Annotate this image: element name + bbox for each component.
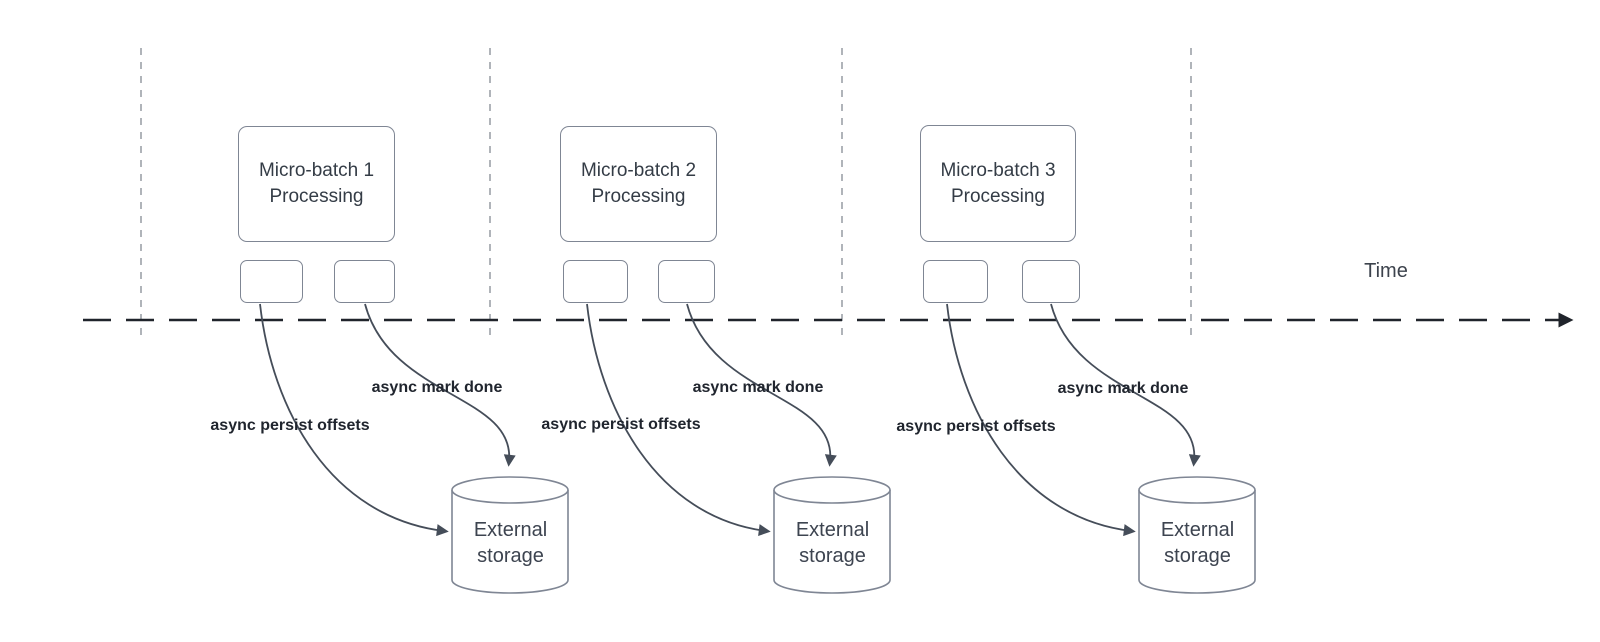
external-storage-2: External storage: [773, 477, 892, 593]
microbatch-3-processing-box: Micro-batch 3 Processing: [920, 125, 1076, 242]
external-storage-label-3: External storage: [1160, 519, 1235, 567]
external-storage-3: External storage: [1138, 477, 1257, 593]
mark-done-arrow-3: [1050, 303, 1201, 467]
microbatch-1-processing-box: Micro-batch 1 Processing: [238, 126, 395, 242]
microbatch-1-offset-write-box: [240, 260, 303, 303]
persist-offsets-arrow-2: [586, 303, 771, 537]
external-storage-1: External storage: [451, 477, 570, 593]
persist-offsets-arrow-1: [259, 303, 449, 537]
microbatch-3-commit-write-box: [1022, 260, 1080, 303]
microbatch-2-offset-write-box: [563, 260, 628, 303]
external-storage-label-2: External storage: [795, 519, 870, 567]
external-storage-cylinder-3: [1138, 476, 1256, 594]
external-storage-cylinder-2: [773, 476, 891, 594]
persist-offsets-label-2: async persist offsets: [541, 416, 701, 433]
microbatch-2-processing-box: Micro-batch 2 Processing: [560, 126, 717, 242]
microbatch-1-commit-write-box: [334, 260, 395, 303]
external-storage-label-1: External storage: [473, 519, 548, 567]
persist-offsets-label-3: async persist offsets: [896, 418, 1056, 435]
mark-done-arrow-2: [686, 303, 837, 467]
persist-offsets-arrow-3: [946, 303, 1136, 537]
external-storage-cylinder-1: [451, 476, 569, 594]
persist-offsets-label-1: async persist offsets: [210, 417, 370, 434]
mark-done-label-3: async mark done: [1057, 380, 1189, 397]
time-axis-label: Time: [1364, 260, 1408, 282]
mark-done-label-2: async mark done: [692, 379, 824, 396]
mark-done-arrow-1: [364, 303, 516, 467]
mark-done-label-1: async mark done: [371, 379, 503, 396]
microbatch-2-commit-write-box: [658, 260, 715, 303]
microbatch-3-offset-write-box: [923, 260, 988, 303]
